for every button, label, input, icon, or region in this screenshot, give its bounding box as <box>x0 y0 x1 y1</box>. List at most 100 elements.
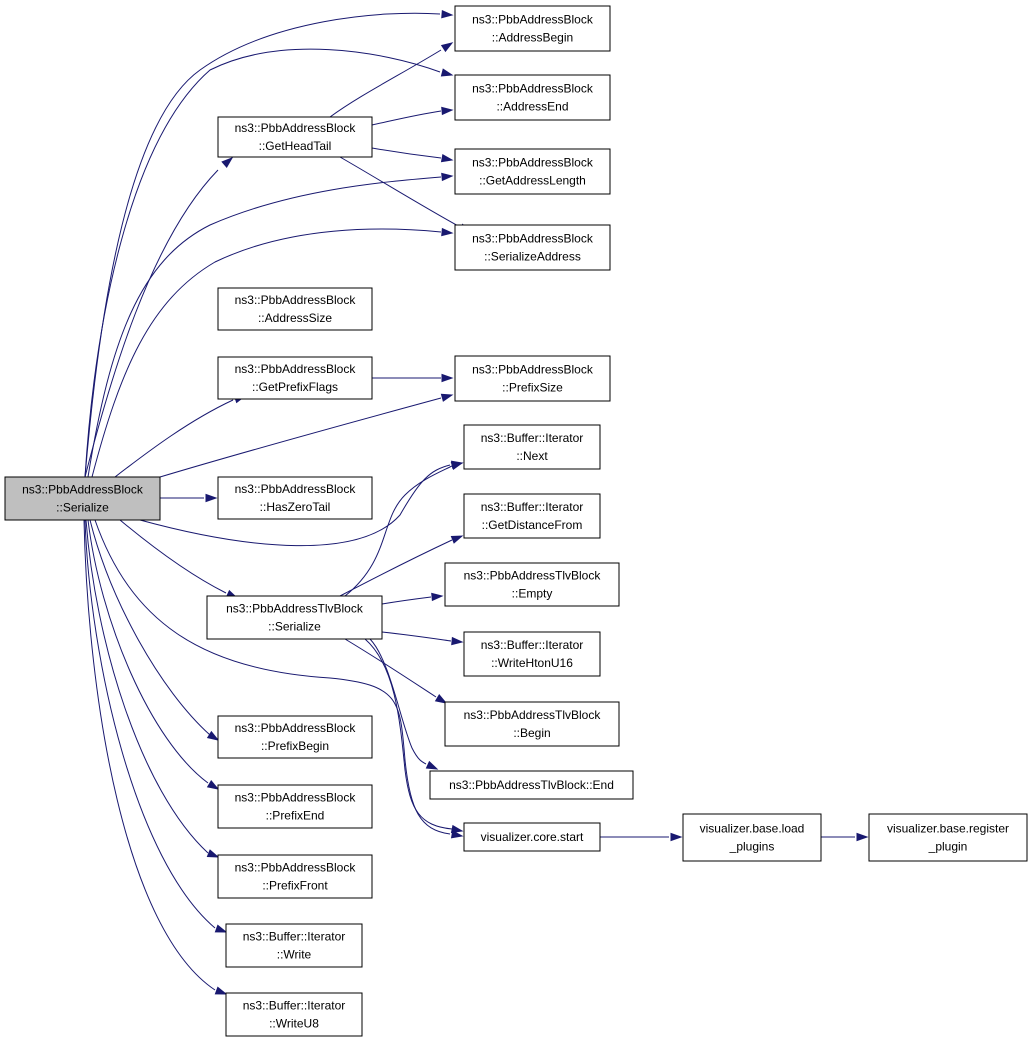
nodes-layer: ns3::PbbAddressBlock::Serializens3::PbbA… <box>4 5 1028 1037</box>
node-label-line: visualizer.core.start <box>481 830 584 844</box>
edge-line <box>84 169 219 478</box>
node-prefixSize[interactable]: ns3::PbbAddressBlock::PrefixSize <box>454 355 611 402</box>
node-label-line: ns3::PbbAddressBlock <box>22 483 144 497</box>
node-box <box>225 992 363 1037</box>
node-loadPlugins[interactable]: visualizer.base.load_plugins <box>682 813 822 862</box>
node-box <box>217 287 373 331</box>
node-label-line: ::WriteHtonU16 <box>491 656 573 670</box>
node-label-line: visualizer.base.register <box>887 822 1009 836</box>
edges-layer <box>83 9 869 995</box>
edge-tlvSerialize-to-vizStart <box>364 638 464 834</box>
node-root[interactable]: ns3::PbbAddressBlock::Serialize <box>4 476 161 521</box>
node-tlvEnd[interactable]: ns3::PbbAddressTlvBlock::End <box>429 770 634 800</box>
node-label-line: ::Serialize <box>56 501 109 515</box>
edge-tlvSerialize-to-getDistanceFrom <box>339 535 464 597</box>
node-writeHtonU16[interactable]: ns3::Buffer::Iterator::WriteHtonU16 <box>463 631 601 677</box>
edge-tlvSerialize-to-writeHtonU16 <box>381 631 464 646</box>
edge-line <box>369 638 427 765</box>
edge-root-to-hasZeroTail <box>160 493 218 503</box>
node-hasZeroTail[interactable]: ns3::PbbAddressBlock::HasZeroTail <box>217 476 373 520</box>
arrowhead <box>206 730 220 741</box>
edge-line <box>339 539 453 597</box>
node-getAddressLength[interactable]: ns3::PbbAddressBlock::GetAddressLength <box>454 148 611 195</box>
node-box <box>454 224 611 271</box>
node-getPrefixFlags[interactable]: ns3::PbbAddressBlock::GetPrefixFlags <box>217 356 373 400</box>
edge-vizStart-to-loadPlugins <box>600 832 683 842</box>
arrowhead <box>434 693 448 704</box>
edge-line <box>114 399 234 478</box>
node-label-line: ::AddressSize <box>258 311 332 325</box>
edge-getPrefixFlags-to-prefixSize <box>372 373 454 383</box>
arrowhead <box>431 592 444 602</box>
node-prefixBegin[interactable]: ns3::PbbAddressBlock::PrefixBegin <box>217 715 373 759</box>
node-getHeadTail[interactable]: ns3::PbbAddressBlock::GetHeadTail <box>217 116 373 158</box>
node-prefixEnd[interactable]: ns3::PbbAddressBlock::PrefixEnd <box>217 784 373 829</box>
node-label-line: ns3::PbbAddressBlock <box>472 156 594 170</box>
arrowhead <box>441 227 454 237</box>
node-label-line: ns3::PbbAddressBlock <box>235 121 357 135</box>
node-label-line: _plugins <box>729 840 775 854</box>
edge-root-to-prefixSize <box>159 393 454 478</box>
node-tlvBegin[interactable]: ns3::PbbAddressTlvBlock::Begin <box>444 701 620 747</box>
node-addressSize[interactable]: ns3::PbbAddressBlock::AddressSize <box>217 287 373 331</box>
node-box <box>206 595 383 640</box>
edge-getHeadTail-to-getAddressLength <box>371 147 454 163</box>
node-label-line: ns3::PbbAddressBlock <box>235 293 357 307</box>
node-serializeAddress[interactable]: ns3::PbbAddressBlock::SerializeAddress <box>454 224 611 271</box>
node-write[interactable]: ns3::Buffer::Iterator::Write <box>225 923 363 968</box>
arrowhead <box>450 830 464 839</box>
node-box <box>463 631 601 677</box>
node-label-line: ns3::Buffer::Iterator <box>243 930 346 944</box>
edge-tlvSerialize-to-tlvBegin <box>344 638 448 704</box>
node-tlvEmpty[interactable]: ns3::PbbAddressTlvBlock::Empty <box>444 562 620 607</box>
edge-line <box>87 519 209 784</box>
node-label-line: ::GetAddressLength <box>479 174 586 188</box>
edge-root-to-writeU8 <box>83 519 228 995</box>
node-writeU8[interactable]: ns3::Buffer::Iterator::WriteU8 <box>225 992 363 1037</box>
node-box <box>454 355 611 402</box>
edge-line <box>159 397 442 478</box>
edge-root-to-write <box>84 519 228 933</box>
arrowhead <box>440 68 454 77</box>
arrowhead <box>214 986 228 995</box>
node-registerPlugin[interactable]: visualizer.base.register_plugin <box>868 813 1028 862</box>
node-label-line: ::PrefixEnd <box>266 809 325 823</box>
edge-tlvSerialize-to-tlvEmpty <box>381 592 444 605</box>
edge-line <box>364 638 453 830</box>
edge-root-to-addressEnd <box>84 48 454 478</box>
node-label-line: ::Serialize <box>268 620 321 634</box>
edge-tlvSerialize-to-tlvEnd <box>369 638 439 770</box>
arrowhead <box>451 636 464 646</box>
node-box <box>868 813 1028 862</box>
node-prefixFront[interactable]: ns3::PbbAddressBlock::PrefixFront <box>217 854 373 899</box>
edge-loadPlugins-to-registerPlugin <box>821 832 869 842</box>
node-addressBegin[interactable]: ns3::PbbAddressBlock::AddressBegin <box>454 5 611 52</box>
node-label-line: ::GetDistanceFrom <box>482 518 583 532</box>
arrowhead <box>450 535 464 544</box>
arrowhead <box>670 832 683 842</box>
edge-line <box>83 519 216 991</box>
node-label-line: ::Begin <box>513 726 550 740</box>
edge-line <box>89 519 211 736</box>
node-vizStart[interactable]: visualizer.core.start <box>463 822 601 852</box>
node-box <box>4 476 161 521</box>
node-addressEnd[interactable]: ns3::PbbAddressBlock::AddressEnd <box>454 74 611 121</box>
arrowhead <box>441 373 454 383</box>
node-label-line: ns3::PbbAddressBlock <box>235 482 357 496</box>
edge-line <box>139 464 451 547</box>
arrowhead <box>425 760 439 770</box>
node-getDistanceFrom[interactable]: ns3::Buffer::Iterator::GetDistanceFrom <box>463 493 601 539</box>
edge-root-to-tlvSerialize <box>119 519 239 599</box>
node-box <box>217 854 373 899</box>
arrowhead <box>440 42 454 53</box>
edge-line <box>91 228 442 478</box>
arrowhead <box>206 849 220 858</box>
node-tlvSerialize[interactable]: ns3::PbbAddressTlvBlock::Serialize <box>206 595 383 640</box>
edge-getHeadTail-to-addressEnd <box>371 106 454 126</box>
node-label-line: ns3::Buffer::Iterator <box>243 999 346 1013</box>
arrowhead <box>440 393 454 402</box>
node-next[interactable]: ns3::Buffer::Iterator::Next <box>463 424 601 470</box>
node-box <box>682 813 822 862</box>
arrowhead <box>206 779 220 790</box>
